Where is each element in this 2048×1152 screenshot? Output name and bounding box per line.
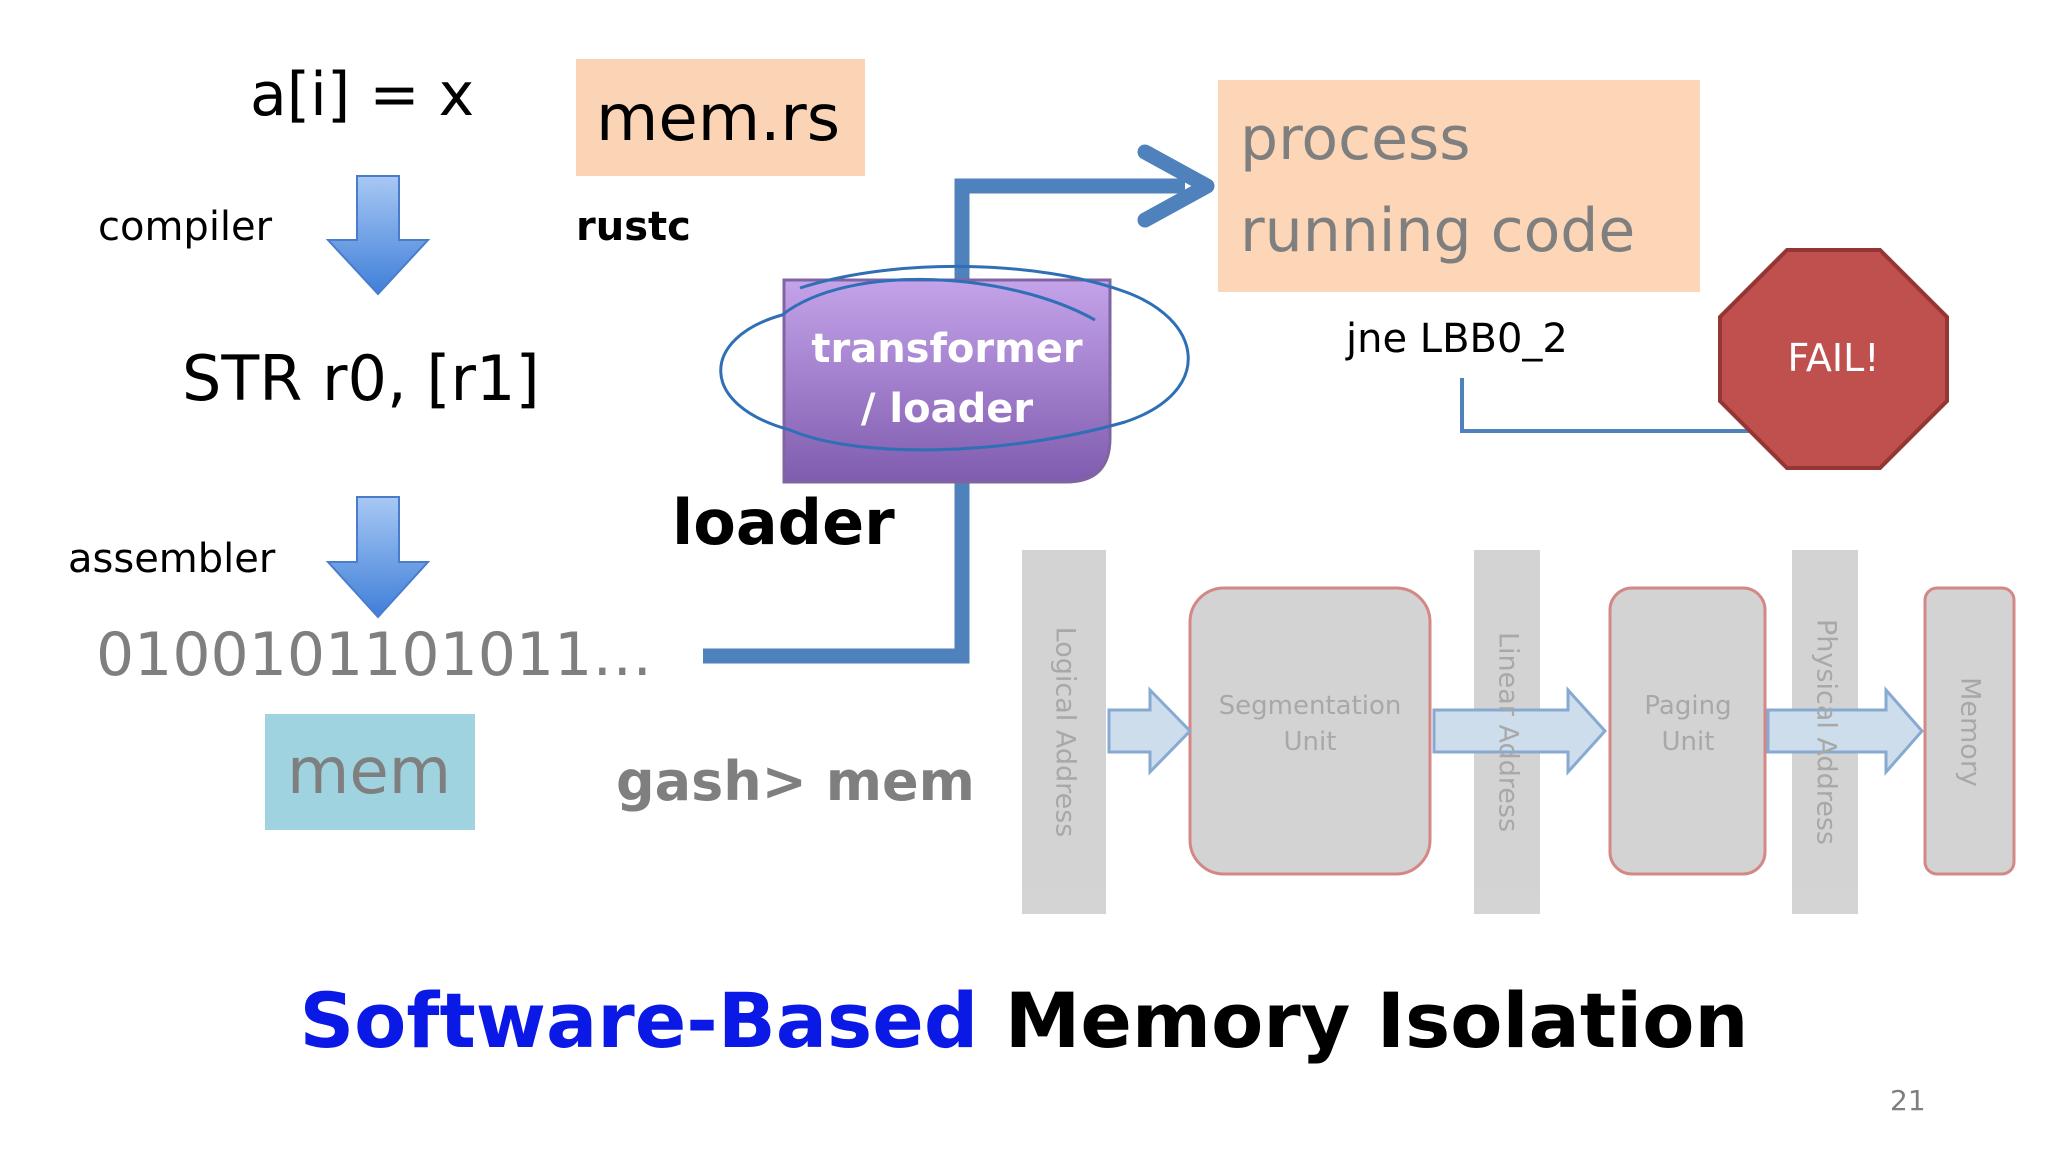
- process-box: [1218, 80, 1700, 292]
- segmentation-unit-label-line2: Unit: [1284, 727, 1337, 757]
- segmentation-unit-label-line1: Segmentation: [1219, 691, 1402, 721]
- memory-box: [1923, 586, 2016, 876]
- fail-stop-sign: [1718, 248, 1949, 470]
- fail-sign-label: FAIL!: [1787, 336, 1880, 380]
- load-flow-arrowhead: [1137, 144, 1215, 228]
- compiler-down-arrow: [325, 175, 431, 296]
- assembly-text: STR r0, [r1]: [182, 342, 540, 415]
- paging-unit-box: [1608, 586, 1767, 876]
- source-code-text: a[i] = x: [250, 60, 475, 130]
- loader-label: loader: [672, 486, 895, 559]
- jump-instruction-text: jne LBB0_2: [1346, 316, 1568, 362]
- transformer-label-line2: / loader: [860, 386, 1034, 432]
- binary-name-box: [265, 714, 475, 830]
- paging-unit-label-line1: Paging: [1644, 691, 1731, 721]
- paging-unit-label-line2: Unit: [1662, 727, 1715, 757]
- source-file-name: mem.rs: [596, 82, 841, 156]
- transformer-loader-box: [782, 278, 1112, 484]
- slide-title-accent: Software-Based: [299, 976, 979, 1065]
- shell-command-text: gash> mem: [616, 750, 975, 813]
- slide-title: Software-Based Memory Isolation: [0, 976, 2048, 1065]
- assembler-label: assembler: [68, 536, 276, 582]
- fail-branch-connector: [1460, 378, 1760, 433]
- logical-address-label: Logical Address: [1050, 627, 1081, 838]
- binary-text: 0100101101011…: [96, 620, 653, 690]
- compiler-label: compiler: [98, 204, 273, 250]
- page-number: 21: [1890, 1084, 1926, 1117]
- pipeline-arrow-2: [1432, 686, 1608, 776]
- memory-label: Memory: [1955, 677, 1986, 787]
- transformer-label-line1: transformer: [811, 326, 1083, 372]
- process-label-line2: running code: [1240, 196, 1636, 266]
- pipeline-arrow-1: [1107, 686, 1193, 776]
- address-pipeline: Logical Address Linear Address Physical …: [1022, 550, 2016, 914]
- slide-title-main: Memory Isolation: [1004, 976, 1749, 1065]
- linear-address-label: Linear Address: [1493, 632, 1524, 832]
- source-file-box: [576, 59, 865, 176]
- pipeline-arrow-3: [1766, 686, 1924, 776]
- assembler-down-arrow: [325, 496, 431, 619]
- physical-address-label: Physical Address: [1811, 619, 1842, 845]
- compiler-name: rustc: [576, 204, 691, 250]
- binary-name-text: mem: [287, 735, 452, 809]
- hand-drawn-circle-annotation: [719, 264, 1190, 452]
- logical-address-bar: [1022, 550, 1106, 914]
- process-label-line1: process: [1240, 104, 1471, 174]
